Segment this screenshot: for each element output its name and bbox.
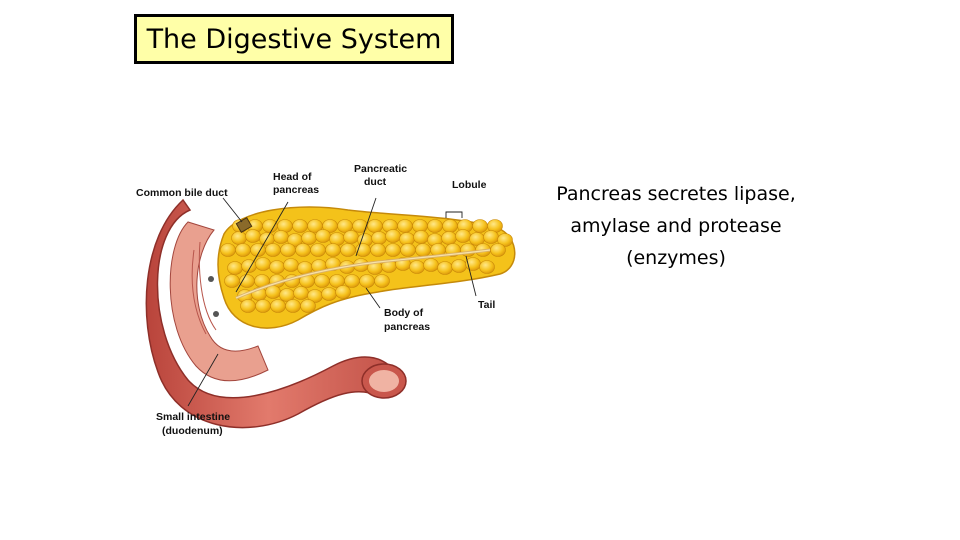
lobule-texture — [374, 274, 390, 288]
lobule-texture — [385, 229, 401, 243]
lobule-texture — [315, 229, 331, 243]
lobule-texture — [255, 257, 271, 271]
lobule-texture — [293, 286, 309, 300]
lobule-texture — [269, 260, 285, 274]
lobule-texture — [415, 243, 431, 257]
lobule-texture — [427, 219, 443, 233]
lobule-texture — [220, 243, 236, 257]
label-common-bile-duct: Common bile duct — [136, 187, 228, 199]
lobule-texture — [270, 299, 286, 313]
pancreas-shape — [217, 206, 516, 329]
lobule-texture — [451, 259, 467, 273]
lobule-texture — [231, 231, 247, 245]
lobule-texture — [245, 229, 261, 243]
label-head-of-pancreas-1: Head of — [273, 171, 312, 183]
lobule-texture — [359, 274, 375, 288]
lobule-texture — [490, 243, 506, 257]
caption-line-3: (enzymes) — [626, 247, 726, 269]
lobule-texture — [265, 243, 281, 257]
lobule-texture — [413, 230, 429, 244]
label-tail: Tail — [478, 299, 495, 311]
label-body-of-pancreas-2: pancreas — [384, 321, 430, 333]
lobule-texture — [227, 261, 243, 275]
lobule-texture — [255, 299, 271, 313]
lobule-texture — [400, 243, 416, 257]
leader-lines — [187, 197, 477, 407]
lobule-texture — [344, 274, 360, 288]
label-body-of-pancreas-1: Body of — [384, 307, 424, 319]
lobule-texture — [310, 243, 326, 257]
lobule-texture — [292, 219, 308, 233]
lobule-texture — [385, 243, 401, 257]
label-head-of-pancreas-2: pancreas — [273, 184, 319, 196]
lobule-texture — [483, 230, 499, 244]
lobule-texture — [409, 260, 425, 274]
lobule-texture — [239, 274, 255, 288]
lobule-texture — [479, 260, 495, 274]
slide-title: The Digestive System — [134, 14, 454, 64]
lobule-texture — [241, 259, 257, 273]
caption-line-2: amylase and protease — [570, 215, 782, 237]
label-small-intestine-2: (duodenum) — [162, 425, 223, 437]
lobule-texture — [314, 274, 330, 288]
label-pancreatic-duct-2: duct — [364, 176, 387, 188]
pancreas-diagram: Common bile duct Head of pancreas Pancre… — [128, 158, 528, 458]
lobule-texture — [224, 274, 240, 288]
lobule-texture — [397, 219, 413, 233]
duodenum-shape — [145, 198, 407, 429]
lobule-texture — [437, 261, 453, 275]
lobule-texture — [343, 230, 359, 244]
lobule-texture — [423, 258, 439, 272]
lobule-texture — [335, 285, 351, 299]
caption-text: Pancreas secretes lipase, amylase and pr… — [538, 178, 814, 274]
lobule-texture — [441, 231, 457, 245]
label-lobule: Lobule — [452, 179, 487, 191]
lobule-texture — [285, 299, 301, 313]
lobule-texture — [325, 243, 341, 257]
lobule-texture — [442, 219, 458, 233]
lobule-texture — [273, 230, 289, 244]
lobule-texture — [301, 231, 317, 245]
label-small-intestine-1: Small intestine — [156, 411, 230, 423]
lobule-texture — [280, 243, 296, 257]
lobule-texture — [371, 231, 387, 245]
lobule-texture — [370, 243, 386, 257]
lobule-texture — [262, 219, 278, 233]
lobule-texture — [472, 219, 488, 233]
lobule-texture — [455, 229, 471, 243]
lobule-texture — [235, 243, 251, 257]
lobule-texture — [367, 219, 383, 233]
label-pancreatic-duct-1: Pancreatic — [354, 163, 407, 175]
lobule-texture — [321, 287, 337, 301]
lobule-texture — [300, 299, 316, 313]
lobule-texture — [295, 243, 311, 257]
lobule-texture — [283, 258, 299, 272]
lobule-texture — [340, 243, 356, 257]
caption-line-1: Pancreas secretes lipase, — [556, 183, 796, 205]
lobule-texture — [497, 233, 513, 247]
lobule-texture — [240, 299, 256, 313]
